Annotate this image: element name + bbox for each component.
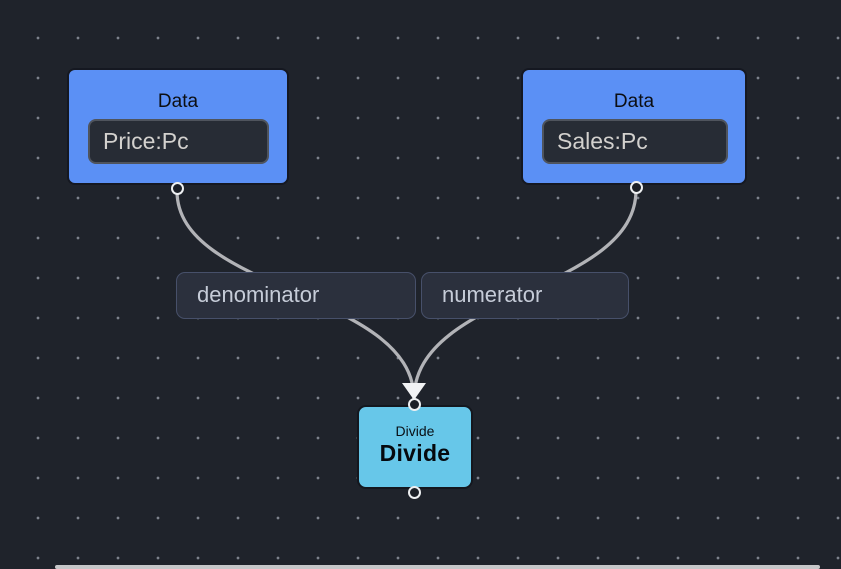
horizontal-scrollbar[interactable]: [55, 565, 820, 569]
handle-target-divide[interactable]: [407, 397, 421, 411]
data-field-price[interactable]: Price:Pc: [88, 119, 269, 164]
node-title: Data: [157, 91, 199, 112]
node-title: Data: [613, 91, 655, 112]
node-data-price[interactable]: Data Price:Pc: [67, 68, 289, 185]
handle-source-divide[interactable]: [407, 485, 421, 499]
edge-arrowhead-icon: [402, 383, 426, 400]
node-divide[interactable]: Divide Divide: [357, 405, 473, 489]
edge-label-denominator[interactable]: denominator: [176, 272, 416, 319]
handle-source-data-sales[interactable]: [629, 180, 643, 194]
edge-label-numerator[interactable]: numerator: [421, 272, 629, 319]
node-type-label: Divide: [395, 423, 435, 439]
handle-source-data-price[interactable]: [170, 181, 184, 195]
node-data-sales[interactable]: Data Sales:Pc: [521, 68, 747, 185]
node-name-label: Divide: [379, 440, 451, 466]
data-field-sales[interactable]: Sales:Pc: [542, 119, 728, 164]
